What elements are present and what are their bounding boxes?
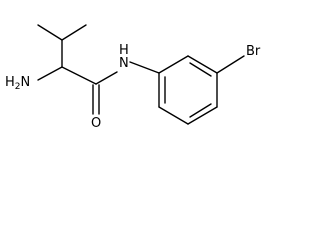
bond-ring-to-bromine	[216, 55, 245, 74]
amino-n: N	[21, 75, 31, 90]
ring-inner-bond-bottom	[189, 103, 212, 118]
ring-inner-bond-top	[189, 62, 212, 77]
bond-methyl-left	[37, 24, 63, 41]
bond-calpha-to-carbonyl	[61, 66, 97, 85]
amino-label: H2N	[5, 75, 30, 92]
molecule-diagram: H2N N H O Br	[5, 24, 261, 131]
amide-h-label: H	[119, 43, 129, 58]
ring-bond-3	[187, 106, 218, 125]
bond-calpha-to-amino	[37, 66, 63, 81]
bond-methyl-right	[61, 24, 87, 41]
amide-n-label: N	[119, 56, 129, 71]
carbonyl-oxygen-label: O	[91, 116, 101, 131]
bond-carbonyl-to-amide-n	[95, 71, 118, 85]
amino-subscript: 2	[15, 82, 21, 92]
ring-bond-5	[187, 55, 218, 74]
bromine-label: Br	[246, 44, 261, 59]
ring-bond-6	[158, 55, 189, 74]
bond-amide-n-to-ring	[129, 61, 160, 74]
amino-h: H	[5, 75, 15, 90]
ring-bond-2	[158, 106, 189, 125]
